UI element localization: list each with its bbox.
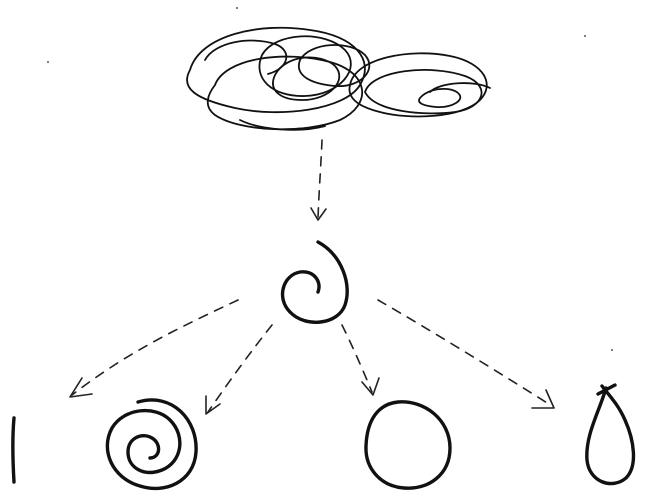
line-stroke <box>13 418 14 482</box>
edge-arrowhead <box>532 390 554 408</box>
paper-specks <box>47 7 613 351</box>
tangle-loop-7 <box>365 70 482 113</box>
edge-line <box>342 325 372 392</box>
edge-line <box>378 300 552 406</box>
loop-stroke <box>587 386 634 484</box>
circle-stroke <box>366 402 450 488</box>
node-tangle <box>187 28 490 130</box>
tangle-loop-11 <box>240 120 325 130</box>
node-spiral-core <box>283 242 348 322</box>
spiral-stroke <box>107 400 196 488</box>
tangle-loop-8 <box>419 89 460 107</box>
node-line <box>13 418 14 482</box>
edge-line <box>208 325 272 412</box>
edge-core-to-spiral <box>206 325 272 414</box>
edge-core-to-circle <box>342 325 379 395</box>
edge-core-to-loop <box>378 300 554 408</box>
edge-core-to-line <box>70 300 238 397</box>
core-spiral-stroke <box>283 242 348 322</box>
node-loop <box>587 385 634 484</box>
tangle-loop-2 <box>208 57 362 130</box>
edge-line <box>318 140 322 218</box>
edge-line <box>72 300 238 395</box>
edge-tangle-to-core <box>311 140 326 220</box>
node-circle <box>366 402 450 488</box>
node-spiral <box>107 400 196 488</box>
